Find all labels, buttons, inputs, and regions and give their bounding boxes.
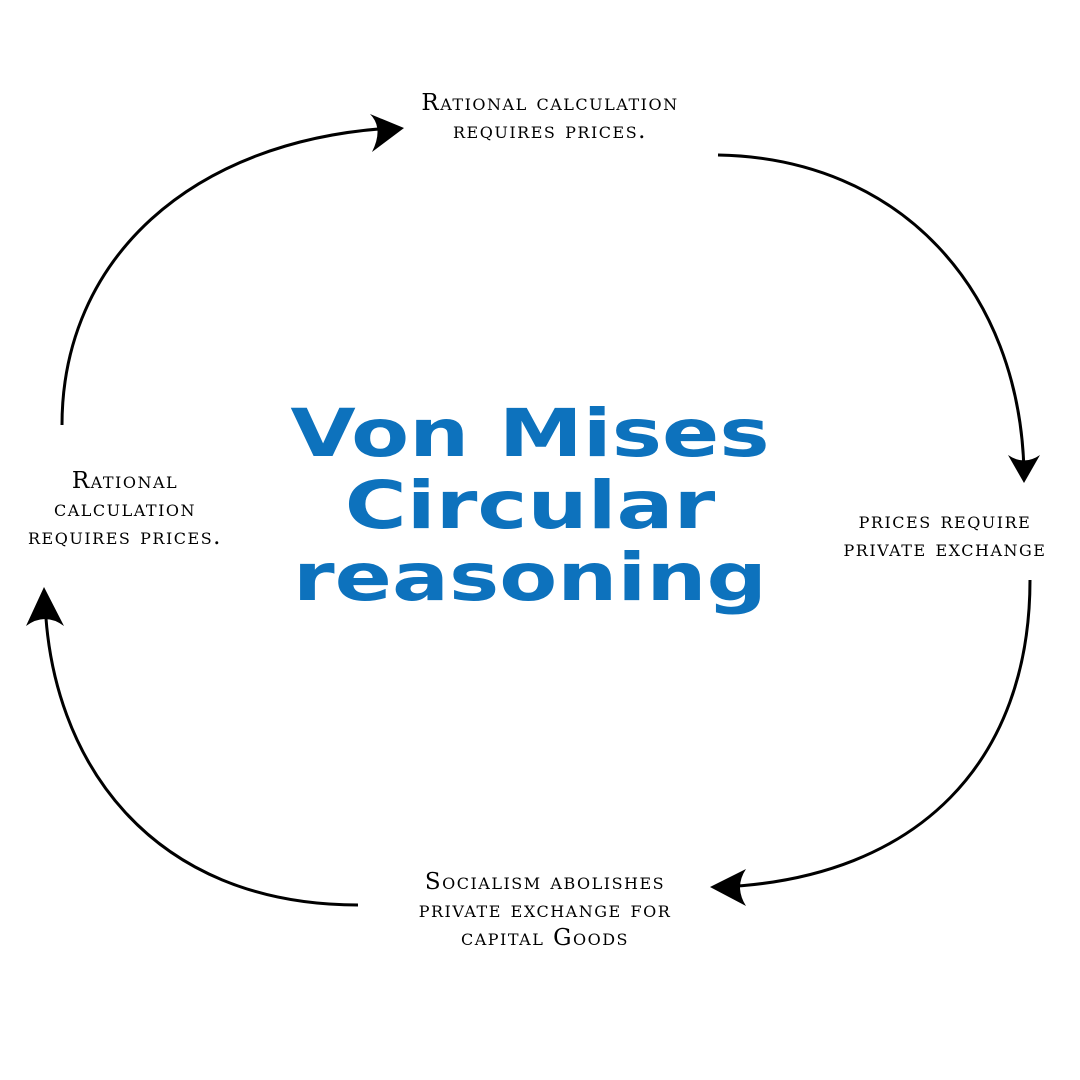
- diagram-title: Von Mises Circular reasoning: [210, 398, 850, 614]
- title-line-1: Von Mises: [290, 395, 770, 472]
- arrowhead-bottom: [710, 869, 746, 906]
- arrow-top-to-right: [717, 153, 1026, 473]
- arrowhead-top: [370, 114, 404, 152]
- node-bottom-label: Socialism abolishes private exchange for…: [375, 868, 715, 952]
- node-left-line-1: Rational: [71, 468, 179, 494]
- node-right-line-1: prices require: [858, 508, 1032, 534]
- arrowhead-right: [1008, 455, 1040, 483]
- node-left-line-2: calculation: [53, 496, 197, 522]
- node-left-label: Rational calculation requires prices.: [0, 467, 250, 551]
- node-bottom-line-1: Socialism abolishes: [424, 869, 666, 895]
- arrow-bottom-to-left: [43, 599, 359, 907]
- title-line-3: reasoning: [292, 539, 767, 616]
- arrow-right-to-bottom: [721, 579, 1032, 889]
- node-left-line-3: requires prices.: [28, 524, 222, 550]
- title-line-2: Circular: [344, 467, 716, 544]
- arrow-left-to-top: [60, 126, 393, 426]
- node-top-label: Rational calculation requires prices.: [380, 89, 720, 145]
- node-top-line-2: requires prices.: [453, 118, 647, 144]
- node-bottom-line-2: private exchange for: [418, 897, 672, 923]
- node-top-line-1: Rational calculation: [421, 90, 679, 116]
- node-right-line-2: private exchange: [843, 536, 1047, 562]
- arrowhead-left: [26, 587, 64, 626]
- node-bottom-line-3: capital Goods: [460, 925, 630, 951]
- node-right-label: prices require private exchange: [810, 507, 1080, 563]
